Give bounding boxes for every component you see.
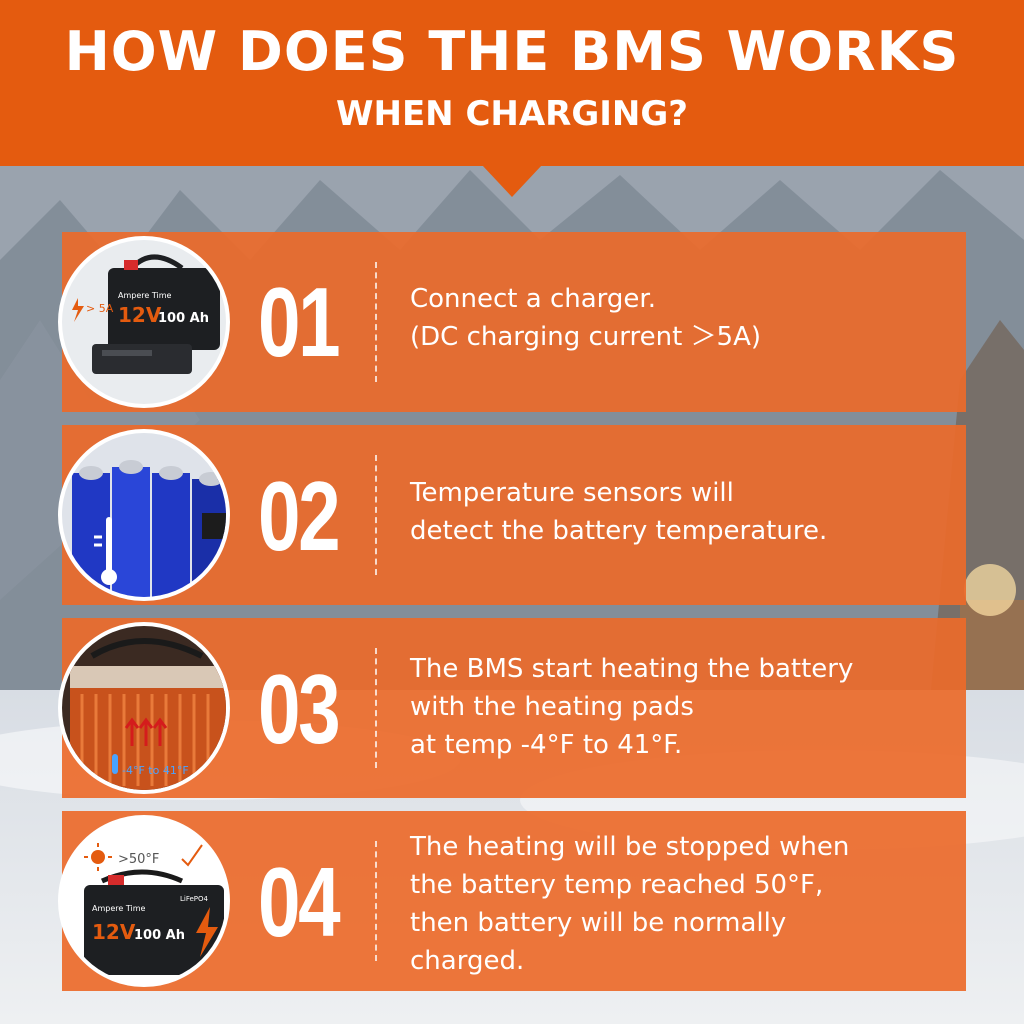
- stop-temp-badge: >50°F: [118, 852, 159, 867]
- heating-pads-icon: -4°F to 41°F: [58, 622, 230, 794]
- battery-voltage-label: 12V: [118, 303, 162, 327]
- battery-capacity-label: 100 Ah: [158, 311, 209, 326]
- step-text-02: Temperature sensors will detect the batt…: [410, 474, 950, 550]
- step-text-01: Connect a charger. (DC charging current …: [410, 280, 950, 356]
- step-text-line: detect the battery temperature.: [410, 516, 828, 546]
- battery-chemistry-label: LiFePO4: [180, 895, 209, 903]
- step-divider: [375, 455, 377, 575]
- step-text-line: charged.: [410, 946, 525, 976]
- battery-cells-thermometer-icon: [58, 429, 230, 601]
- step-divider: [375, 262, 377, 382]
- battery-brand-label: Ampere Time: [92, 904, 146, 913]
- step-text-line: The BMS start heating the battery: [410, 654, 854, 684]
- step-divider: [375, 648, 377, 768]
- charged-battery-icon: >50°F Ampere Time 12V 100 Ah LiFePO4: [58, 815, 230, 987]
- charger-battery-icon: Ampere Time 12V 100 Ah > 5A: [58, 236, 230, 408]
- battery-capacity-label: 100 Ah: [134, 928, 185, 943]
- step-text-03: The BMS start heating the battery with t…: [410, 650, 950, 764]
- page-title: HOW DOES THE BMS WORKS: [64, 20, 960, 83]
- step-text-line: Connect a charger.: [410, 284, 656, 314]
- step-number-03: 03: [258, 654, 341, 764]
- step-text-04: The heating will be stopped when the bat…: [410, 828, 950, 980]
- step-text-line: the battery temp reached 50°F,: [410, 870, 824, 900]
- step-text-line: with the heating pads: [410, 692, 694, 722]
- step-number-02: 02: [258, 461, 341, 571]
- step-text-line: then battery will be normally: [410, 908, 787, 938]
- heating-range-badge: -4°F to 41°F: [122, 764, 189, 777]
- header-pointer: [482, 165, 542, 197]
- header-banner: HOW DOES THE BMS WORKS WHEN CHARGING?: [0, 0, 1024, 166]
- page-subtitle: WHEN CHARGING?: [335, 94, 689, 134]
- step-text-line: at temp -4°F to 41°F.: [410, 730, 683, 760]
- battery-brand-label: Ampere Time: [118, 291, 172, 300]
- battery-voltage-label: 12V: [92, 920, 136, 944]
- charging-current-badge: > 5A: [86, 302, 114, 315]
- step-divider: [375, 841, 377, 961]
- step-number-04: 04: [258, 847, 341, 957]
- step-text-line: The heating will be stopped when: [410, 832, 850, 862]
- step-text-line: (DC charging current ＞5A): [410, 322, 762, 352]
- step-number-01: 01: [258, 267, 341, 377]
- step-text-line: Temperature sensors will: [410, 478, 734, 508]
